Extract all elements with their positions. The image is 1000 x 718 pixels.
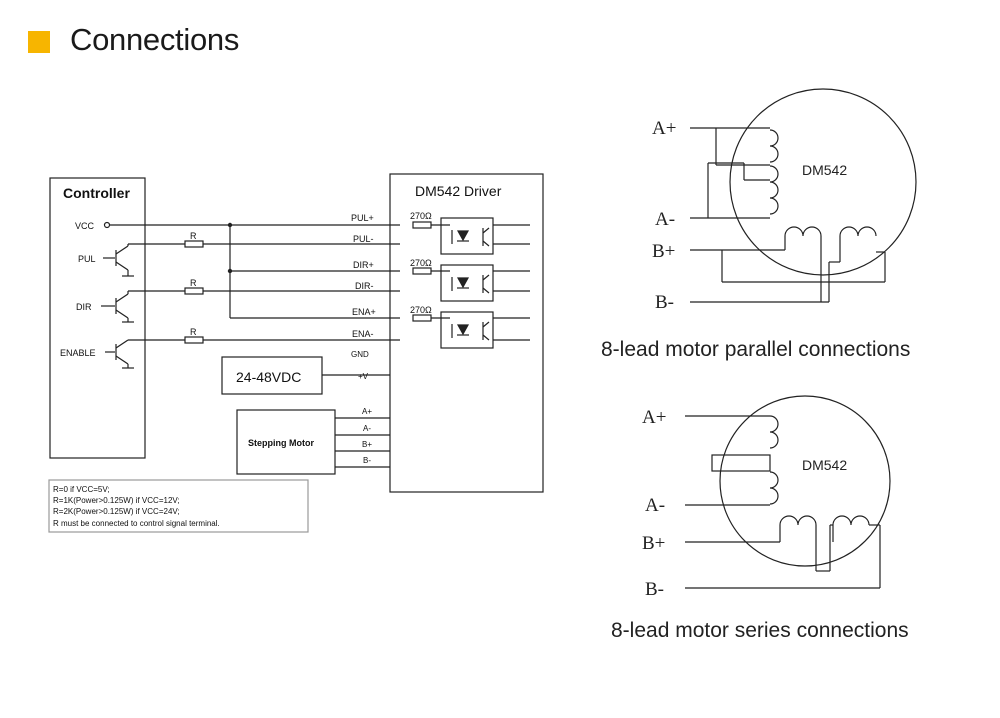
parallel-motor-circle bbox=[729, 88, 917, 276]
resistor-r3 bbox=[184, 336, 204, 344]
terminal-ena-minus: ENA- bbox=[352, 329, 374, 339]
note-line-3: R=2K(Power>0.125W) if VCC=24V; bbox=[53, 507, 180, 516]
parallel-motor-label: DM542 bbox=[802, 162, 847, 178]
series-label-a-minus: A- bbox=[645, 495, 665, 516]
stepping-motor-box bbox=[236, 409, 336, 475]
terminal-v-plus: +V bbox=[358, 372, 369, 381]
pin-vcc: VCC bbox=[75, 221, 95, 231]
parallel-motor-diagram bbox=[690, 88, 917, 303]
power-supply-label: 24-48VDC bbox=[236, 369, 301, 385]
terminal-dir-minus: DIR- bbox=[355, 281, 374, 291]
series-motor-diagram bbox=[685, 395, 891, 589]
note-line-2: R=1K(Power>0.125W) if VCC=12V; bbox=[53, 496, 180, 505]
notes-box bbox=[48, 479, 309, 533]
series-label-a-plus: A+ bbox=[642, 407, 666, 428]
series-motor-label: DM542 bbox=[802, 457, 847, 473]
driver-res-label-1: 270Ω bbox=[410, 211, 432, 221]
terminal-ena-plus: ENA+ bbox=[352, 307, 376, 317]
note-line-1: R=0 if VCC=5V; bbox=[53, 485, 110, 494]
series-label-b-plus: B+ bbox=[642, 533, 665, 554]
page-title: Connections bbox=[70, 22, 240, 57]
terminal-dir-plus: DIR+ bbox=[353, 260, 374, 270]
series-caption: 8-lead motor series connections bbox=[611, 619, 909, 642]
driver-box bbox=[389, 173, 544, 493]
controller-box bbox=[49, 177, 146, 459]
stepping-motor-label: Stepping Motor bbox=[248, 438, 314, 448]
parallel-label-b-plus: B+ bbox=[652, 241, 675, 262]
motor-terminal-b-plus: B+ bbox=[362, 440, 372, 449]
driver-title: DM542 Driver bbox=[415, 183, 502, 199]
resistor-label-3: R bbox=[190, 327, 197, 337]
series-motor-circle bbox=[719, 395, 891, 567]
driver-res-label-3: 270Ω bbox=[410, 305, 432, 315]
parallel-label-a-minus: A- bbox=[655, 209, 675, 230]
series-label-b-minus: B- bbox=[645, 579, 664, 600]
optocoupler-1 bbox=[440, 217, 530, 255]
resistor-label-1: R bbox=[190, 231, 197, 241]
parallel-label-b-minus: B- bbox=[655, 292, 674, 313]
pin-enable: ENABLE bbox=[60, 348, 96, 358]
series-jumper-a bbox=[711, 454, 771, 472]
resistor-label-2: R bbox=[190, 278, 197, 288]
resistor-r1 bbox=[184, 240, 204, 248]
wiring-diagram bbox=[48, 173, 544, 533]
enable-transistor bbox=[105, 339, 185, 369]
driver-res-label-2: 270Ω bbox=[410, 258, 432, 268]
driver-resistor-2 bbox=[412, 267, 432, 275]
parallel-label-a-plus: A+ bbox=[652, 118, 676, 139]
note-line-4: R must be connected to control signal te… bbox=[53, 519, 220, 528]
optocoupler-3 bbox=[440, 311, 530, 349]
controller-title: Controller bbox=[63, 185, 130, 201]
terminal-pul-minus: PUL- bbox=[353, 234, 374, 244]
terminal-pul-plus: PUL+ bbox=[351, 213, 374, 223]
header-accent-square bbox=[28, 31, 50, 53]
resistor-r2 bbox=[184, 287, 204, 295]
driver-resistor-1 bbox=[412, 221, 432, 229]
motor-terminal-a-minus: A- bbox=[363, 424, 371, 433]
pin-dir: DIR bbox=[76, 302, 92, 312]
terminal-gnd: GND bbox=[351, 350, 369, 359]
driver-resistor-3 bbox=[412, 314, 432, 322]
dir-transistor bbox=[101, 290, 185, 323]
pul-transistor bbox=[103, 243, 185, 277]
parallel-caption: 8-lead motor parallel connections bbox=[601, 338, 911, 361]
pin-pul: PUL bbox=[78, 254, 96, 264]
motor-terminal-a-plus: A+ bbox=[362, 407, 372, 416]
optocoupler-2 bbox=[440, 264, 530, 302]
motor-terminal-b-minus: B- bbox=[363, 456, 371, 465]
